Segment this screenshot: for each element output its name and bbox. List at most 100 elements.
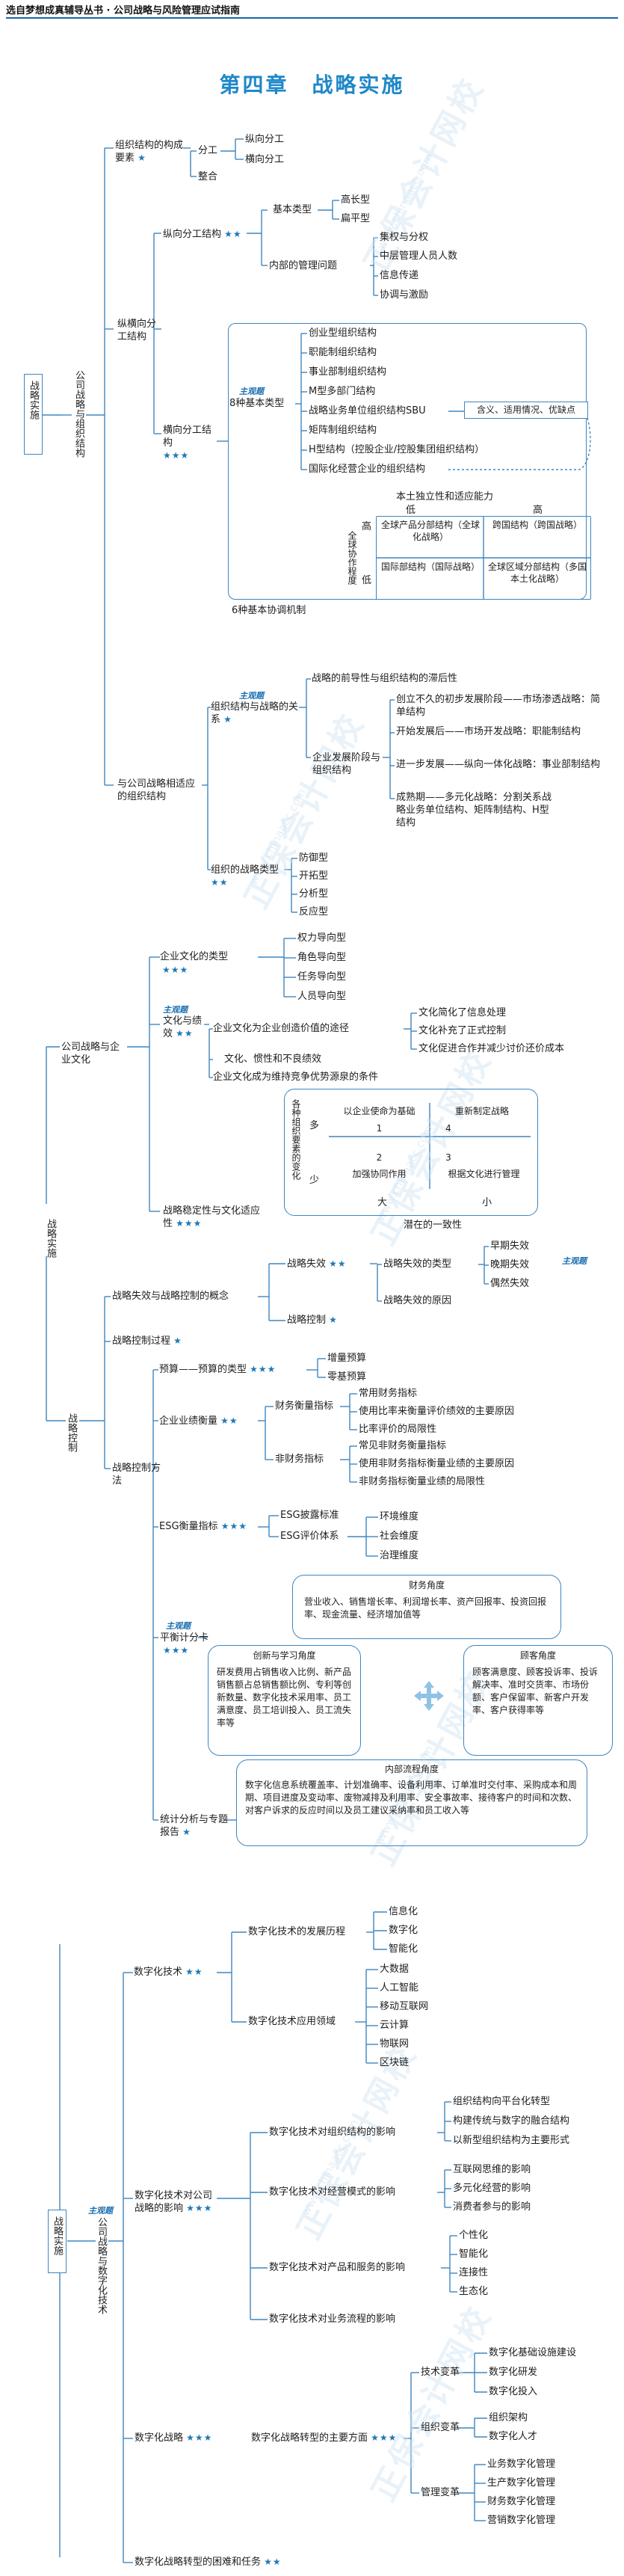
branch-strategy-culture: 公司战略与企业文化 <box>61 1042 120 1066</box>
inner-item-1: 集权与分权 <box>380 232 429 243</box>
mgmt-item-4: 营销数字化管理 <box>487 2515 556 2526</box>
nonfin-item-3: 非财务指标衡量业绩的局限性 <box>359 1476 486 1487</box>
matrix-y-more: 多 <box>309 1120 320 1131</box>
org-elements-label: 组织结构的构成要素 ★ <box>115 140 184 164</box>
culture-value-path: 企业文化为企业创造价值的途径 <box>213 1023 350 1034</box>
org-impact-3: 以新型组织结构为主要形式 <box>453 2135 570 2146</box>
digital-history: 数字化技术的发展历程 <box>248 1926 346 1937</box>
type-6: 矩阵制组织结构 <box>309 425 377 436</box>
history-2: 数字化 <box>389 1925 418 1936</box>
culture-type-1: 权力导向型 <box>297 932 347 944</box>
vh-division-structure-label: 纵横向分工结构 <box>117 319 157 342</box>
org-type-2: 开拓型 <box>299 870 329 882</box>
budget-item-1: 增量预算 <box>327 1353 367 1364</box>
stability-q3-num: 2 <box>376 1152 383 1163</box>
fail-control-concept: 战略失效与战略控制的概念 <box>112 1291 229 1302</box>
impact-flow: 数字化技术对业务流程的影响 <box>269 2314 396 2325</box>
apply-3: 移动互联网 <box>380 2001 429 2012</box>
biz-impact-3: 消费者参与的影响 <box>453 2201 531 2213</box>
fitting-structure-label: 与公司战略相适应的组织结构 <box>117 778 196 802</box>
stability-q1-num: 1 <box>376 1123 383 1134</box>
culture-type-3: 任务导向型 <box>297 971 347 983</box>
subjective-tag: 主观题 <box>88 2206 113 2216</box>
six-coordination-label: 6种基本协调机制 <box>232 605 306 616</box>
impact-prod: 数字化技术对产品和服务的影响 <box>269 2262 406 2273</box>
performance-measure: 企业业绩衡量 ★★ <box>159 1415 238 1427</box>
impact-org: 数字化技术对组织结构的影响 <box>269 2127 396 2138</box>
digital-tech-label: 数字化技术 ★★ <box>134 1967 203 1978</box>
culture-type-4: 人员导向型 <box>297 991 347 1002</box>
matrix-q3: 国际部结构（国际战略） <box>380 562 480 572</box>
tech-item-2: 数字化研发 <box>489 2367 538 2378</box>
culture-types-stars: ★★★ <box>162 965 189 975</box>
subjective-tag: 主观题 <box>166 1621 191 1631</box>
header-rule <box>6 17 618 19</box>
matrix-y-high: 高 <box>362 521 372 532</box>
vertical-division-item: 纵向分工 <box>245 134 285 145</box>
apply-2: 人工智能 <box>380 1982 419 1994</box>
nonfin-item-1: 常见非财务衡量指标 <box>359 1440 447 1451</box>
control-methods-label: 战略控制方法 <box>112 1463 161 1487</box>
esg-item-3: 治理维度 <box>380 1550 419 1561</box>
prod-impact-3: 连接性 <box>459 2267 489 2278</box>
strategic-types-label: 组织的战略类型 ★★ <box>211 864 279 888</box>
mgmt-change: 管理变革 <box>421 2487 460 2498</box>
integration-label: 整合 <box>198 171 218 182</box>
bsc-process-box <box>236 1759 587 1846</box>
failure-types: 战略失效的类型 <box>383 1258 452 1270</box>
esg-indicators: ESG衡量指标 ★★★ <box>159 1521 247 1532</box>
book-header: 选自梦想成真辅导丛书 · 公司战略与风险管理应试指南 <box>6 5 240 16</box>
org-type-1: 防御型 <box>299 852 329 864</box>
impact-biz: 数字化技术对经营模式的影响 <box>269 2186 396 2198</box>
failure-type-2: 晚期失效 <box>490 1259 530 1270</box>
stability-q4: 根据文化进行管理 <box>448 1169 520 1179</box>
division-label: 分工 <box>198 145 218 156</box>
stage-2: 开始发展后——市场开发战略：职能制结构 <box>396 726 581 737</box>
org-change-1: 组织架构 <box>489 2412 528 2423</box>
culture-inertia: 文化、惯性和不良绩效 <box>224 1054 322 1065</box>
type-1: 创业型组织结构 <box>309 328 377 339</box>
control-process: 战略控制过程 ★ <box>112 1335 182 1347</box>
org-impact-2: 构建传统与数字的融合结构 <box>453 2115 570 2127</box>
eight-types-label: 8种基本类型 <box>229 398 285 409</box>
root-strategy-implementation-3: 战略实施 <box>48 2210 67 2273</box>
fin-item-2: 使用比率来衡量评价绩效的主要原因 <box>359 1406 515 1417</box>
stage-4: 成熟期——多元化战略：分割关系战略业务单位结构、矩阵制结构、H型结构 <box>396 792 552 829</box>
type-7: H型结构（控股企业/控股集团组织结构） <box>309 444 485 455</box>
root-strategy-implementation: 战略实施 <box>24 374 43 455</box>
digital-strategy-label: 数字化战略 ★★★ <box>135 2432 213 2444</box>
esg-evaluation: ESG评价体系 <box>280 1531 339 1542</box>
subjective-tag: 主观题 <box>562 1256 587 1266</box>
connector <box>578 402 591 470</box>
branch-strategy-organization: 公司战略与组织结构 <box>73 370 84 458</box>
stat-analysis: 统计分析与专题报告 ★ <box>160 1814 229 1838</box>
culture-advantage-condition: 企业文化成为维持竞争优势源泉的条件 <box>213 1072 379 1083</box>
matrix-frame <box>376 516 591 600</box>
matrix-x-high: 高 <box>533 505 543 516</box>
type-2: 职能制组织结构 <box>309 347 377 358</box>
biz-impact-1: 互联网思维的影响 <box>453 2164 531 2175</box>
bsc-stars: ★★★ <box>163 1645 190 1656</box>
matrix-x-big: 大 <box>377 1197 388 1208</box>
apply-6: 区块链 <box>380 2057 410 2068</box>
relation-item-1: 战略的前导性与组织结构的滞后性 <box>312 673 458 684</box>
tech-item-3: 数字化投入 <box>489 2386 538 2397</box>
org-impact-1: 组织结构向平台化转型 <box>453 2096 551 2107</box>
meaning-callout: 含义、适用情况、优缺点 <box>464 402 588 419</box>
culture-role-3: 文化促进合作并减少讨价还价成本 <box>418 1043 565 1054</box>
strategic-control: 战略控制 ★ <box>287 1315 338 1326</box>
mgmt-item-1: 业务数字化管理 <box>487 2459 556 2470</box>
esg-disclosure: ESG披露标准 <box>280 1510 339 1521</box>
subjective-tag: 主观题 <box>239 387 264 396</box>
vertical-structure-label: 纵向分工结构 ★★ <box>163 229 242 240</box>
inner-item-4: 协调与激励 <box>380 289 429 301</box>
type-5: 战略业务单位组织结构SBU <box>309 405 426 416</box>
basic-type-label: 基本类型 <box>273 204 312 215</box>
type-3: 事业部制组织结构 <box>309 366 387 378</box>
failure-reasons: 战略失效的原因 <box>383 1295 452 1306</box>
esg-item-2: 社会维度 <box>380 1531 419 1542</box>
tall-structure-item: 高长型 <box>341 194 371 206</box>
relation-label: 组织结构与战略的关系 ★ <box>211 701 299 725</box>
biz-impact-2: 多元化经营的影响 <box>453 2183 531 2194</box>
